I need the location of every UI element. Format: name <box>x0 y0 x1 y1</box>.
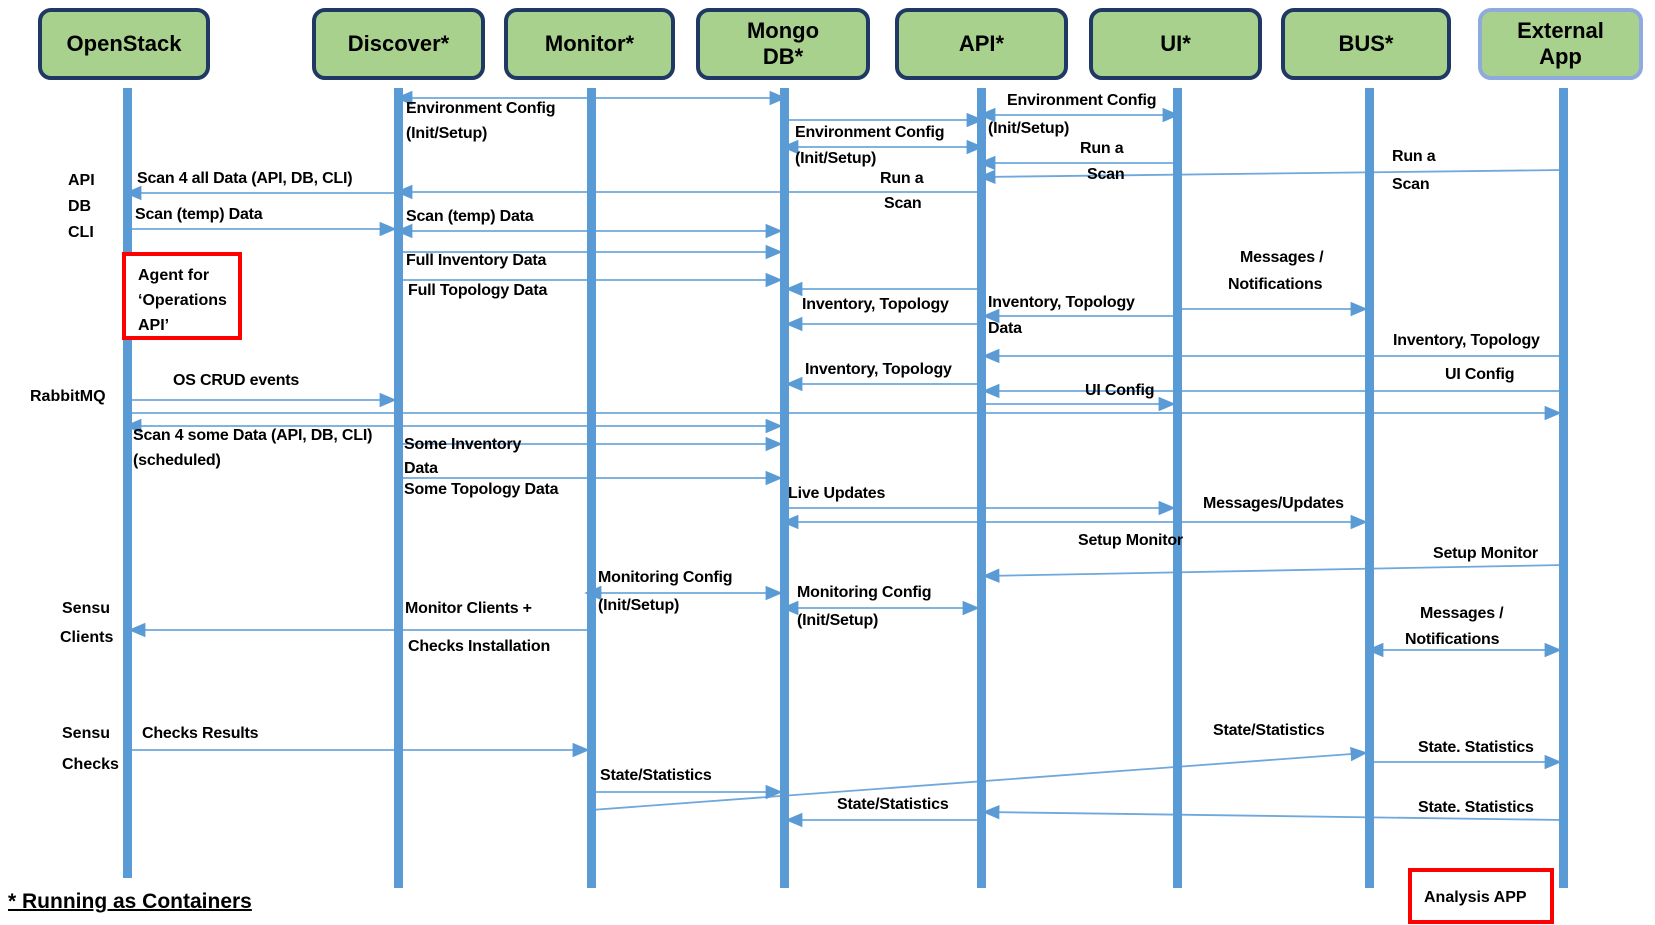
message-label-monitoring-config-2b: (Init/Setup) <box>797 612 879 629</box>
message-label-full-topology-data: Full Topology Data <box>408 282 548 299</box>
message-label-monitoring-config-2a: Monitoring Config <box>797 584 932 601</box>
margin-label-sensu-2: Sensu <box>62 725 111 742</box>
lifeline-bus <box>1365 88 1374 888</box>
actor-box-discover: Discover* <box>312 8 485 80</box>
lifeline-openstack <box>123 88 132 878</box>
message-label-inventory-topology-1: Inventory, Topology <box>802 296 949 313</box>
lifeline-monitor <box>587 88 596 888</box>
actor-label-external-app: External <box>1517 17 1604 43</box>
actor-label-api: API* <box>958 30 1005 56</box>
message-label-some-inventory-b: Data <box>404 460 438 477</box>
actor-label-bus: BUS* <box>1338 30 1394 56</box>
lifeline-discover <box>394 88 403 888</box>
actor-label-discover: Discover* <box>347 30 450 56</box>
agent-operations-api-note-text: Agent for <box>138 267 210 284</box>
message-label-inventory-topology-2a: Inventory, Topology <box>988 294 1135 311</box>
message-label-messages-notif-2b: Notifications <box>1405 631 1500 648</box>
message-label-monitor-clients-b: Checks Installation <box>408 638 551 655</box>
lifeline-external-app <box>1559 88 1568 888</box>
actor-label-mongo-db: Mongo <box>746 17 820 43</box>
message-label-scan-temp-data-1: Scan (temp) Data <box>135 206 263 223</box>
lifeline-mongo-db <box>780 88 789 888</box>
agent-operations-api-note-text: ‘Operations <box>138 291 227 309</box>
actor-box-openstack: OpenStack <box>38 8 210 80</box>
message-label-run-a-1: Run a <box>1080 140 1124 157</box>
message-label-run-a-3: Run a <box>1392 148 1436 165</box>
message-label-state-statistics-4: State. Statistics <box>1418 799 1534 816</box>
message-label-scan-3: Scan <box>1392 176 1430 193</box>
margin-label-cli-margin: CLI <box>68 224 94 241</box>
message-arrow-setup-monitor-external-api <box>982 564 1564 583</box>
message-arrow-run-a-scan-external-api <box>978 169 1564 185</box>
message-label-messages-notif-1b: Notifications <box>1228 276 1323 293</box>
message-label-scan-temp-data-2: Scan (temp) Data <box>406 208 534 225</box>
message-label-live-updates: Live Updates <box>788 485 886 502</box>
lifeline-api <box>977 88 986 888</box>
message-label-inventory-topology-2b: Data <box>988 320 1022 337</box>
running-as-containers-footnote: * Running as Containers <box>8 890 252 913</box>
message-label-messages-notif-1a: Messages / <box>1240 249 1324 266</box>
message-label-messages-updates: Messages/Updates <box>1203 495 1344 512</box>
actor-label-external-app: App <box>1539 44 1582 69</box>
margin-label-checks-2: Checks <box>62 756 119 773</box>
message-label-setup-monitor-2: Setup Monitor <box>1433 545 1538 562</box>
message-label-state-statistics-3: State. Statistics <box>1418 739 1534 756</box>
margin-label-clients-1: Clients <box>60 629 114 646</box>
message-label-scan-4-some-data: Scan 4 some Data (API, DB, CLI) <box>133 427 373 444</box>
margin-label-db-margin: DB <box>68 198 92 215</box>
message-label-scan-4-all-data: Scan 4 all Data (API, DB, CLI) <box>137 170 353 187</box>
message-label-ui-config-2: UI Config <box>1085 382 1155 399</box>
message-label-monitoring-config-1a: Monitoring Config <box>598 569 733 586</box>
message-label-run-a-2: Run a <box>880 170 924 187</box>
message-label-env-config-3b: (Init/Setup) <box>795 150 877 167</box>
message-label-env-config-2a: Environment Config <box>1007 92 1157 109</box>
message-label-env-config-2b: (Init/Setup) <box>988 120 1070 137</box>
message-label-scan-2: Scan <box>884 195 922 212</box>
message-label-scheduled: (scheduled) <box>133 452 221 469</box>
actor-box-bus: BUS* <box>1281 8 1451 80</box>
margin-label-api-margin: API <box>68 172 95 189</box>
message-label-inventory-topology-3: Inventory, Topology <box>1393 332 1540 349</box>
message-label-state-statistics-2: State/Statistics <box>1213 722 1325 739</box>
actor-label-ui: UI* <box>1160 30 1191 56</box>
agent-operations-api-note-text: API’ <box>138 316 170 334</box>
actor-box-ui: UI* <box>1089 8 1262 80</box>
analysis-app-note: Analysis APP <box>1408 868 1554 924</box>
message-label-state-statistics-1: State/Statistics <box>600 767 712 784</box>
message-label-env-config-3a: Environment Config <box>795 124 945 141</box>
margin-label-sensu-1: Sensu <box>62 600 111 617</box>
message-label-os-crud-events: OS CRUD events <box>173 372 300 389</box>
message-label-monitor-clients-a: Monitor Clients + <box>405 600 532 617</box>
message-label-env-config-1a: Environment Config <box>406 100 556 117</box>
actor-box-monitor: Monitor* <box>504 8 675 80</box>
message-label-some-topology-data: Some Topology Data <box>404 481 559 498</box>
message-label-env-config-1b: (Init/Setup) <box>406 125 488 142</box>
message-label-inventory-topology-4: Inventory, Topology <box>805 361 952 378</box>
actor-label-monitor: Monitor* <box>544 30 635 56</box>
message-label-ui-config-1: UI Config <box>1445 366 1515 383</box>
lifeline-ui <box>1173 88 1182 888</box>
message-label-monitoring-config-1b: (Init/Setup) <box>598 597 680 614</box>
message-label-checks-results: Checks Results <box>142 725 259 742</box>
message-label-some-inventory-a: Some Inventory <box>404 436 522 453</box>
agent-operations-api-note: Agent for ‘Operations API’ <box>122 252 242 340</box>
actor-box-api: API* <box>895 8 1068 80</box>
message-label-setup-monitor-1: Setup Monitor <box>1078 532 1183 549</box>
analysis-app-note-text: Analysis APP <box>1424 889 1527 906</box>
actor-label-mongo-db: DB* <box>762 44 804 69</box>
message-label-state-statistics-5: State/Statistics <box>837 796 949 813</box>
margin-label-rabbitmq-margin: RabbitMQ <box>30 388 106 405</box>
message-label-scan-1: Scan <box>1087 166 1125 183</box>
message-label-full-inventory-data: Full Inventory Data <box>406 252 547 269</box>
actor-label-openstack: OpenStack <box>66 30 182 56</box>
message-label-messages-notif-2a: Messages / <box>1420 605 1504 622</box>
